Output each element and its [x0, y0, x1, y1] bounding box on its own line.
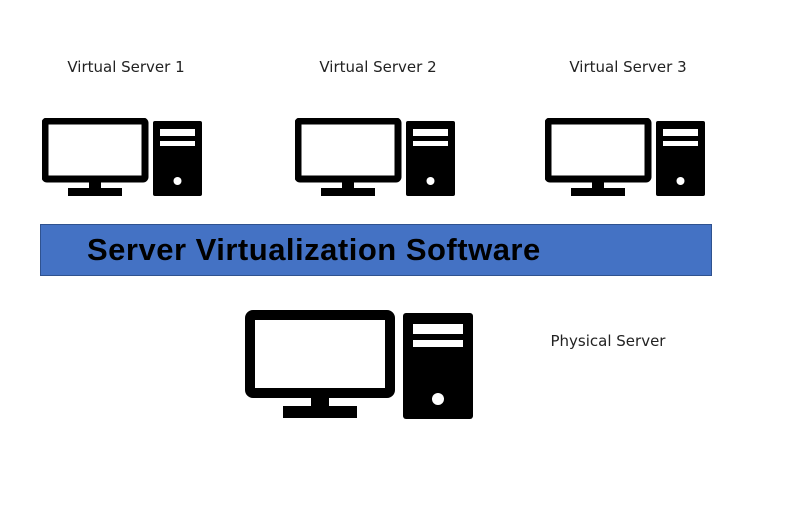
virtualization-layer-band: Server Virtualization Software — [40, 224, 712, 276]
virtual-server-1-computer-icon — [42, 118, 202, 196]
virtual-server-3-label: Virtual Server 3 — [569, 58, 687, 76]
virtual-server-2-label: Virtual Server 2 — [319, 58, 437, 76]
virtual-server-2-computer-icon — [295, 118, 455, 196]
physical-server-label: Physical Server — [550, 332, 666, 350]
physical-server-computer-icon — [245, 310, 473, 419]
virtualization-layer-label: Server Virtualization Software — [87, 232, 541, 267]
virtual-server-3-computer-icon — [545, 118, 705, 196]
virtual-server-1-label: Virtual Server 1 — [67, 58, 185, 76]
